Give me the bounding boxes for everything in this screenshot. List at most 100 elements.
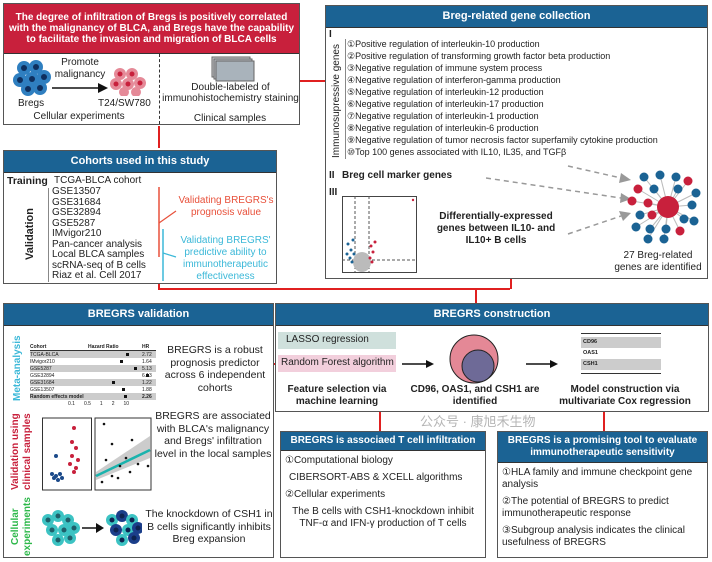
arrow-icon <box>402 360 434 368</box>
venn-diagram <box>449 334 499 384</box>
ihc-slides-image <box>211 56 255 82</box>
cohort-item: scRNA-seq of B cells <box>52 259 146 271</box>
arrow-icon <box>526 360 558 368</box>
flow-connector <box>510 279 512 289</box>
cohort-item: GSE13507 <box>52 186 101 197</box>
tick-label: 1 <box>99 401 103 407</box>
forest-hr: 1.64 <box>142 358 152 365</box>
immunotherapy-title: BREGRS is a promising tool to evaluate i… <box>498 432 707 463</box>
network-node <box>627 196 637 206</box>
col-cohort: Cohort <box>30 344 47 350</box>
tcell-item-1-detail: CIBERSORT-ABS & XCELL algorithms <box>289 472 463 483</box>
identified-label: CD96, OAS1, and CSH1 are identified <box>410 384 540 407</box>
forest-marker <box>88 351 142 358</box>
network-node <box>659 234 669 244</box>
gene-set-item: ⑩Top 100 genes associated with IL10, IL3… <box>347 147 567 157</box>
forest-cohort: GSE31684 <box>30 379 55 386</box>
forest-marker <box>88 358 142 365</box>
immunosuppressive-label: Immunosupressive genes <box>331 44 342 158</box>
flow-arrow <box>379 412 381 431</box>
training-label: Training <box>7 175 48 187</box>
cellular-experiments-caption: Cellular experiments <box>33 111 125 122</box>
tcell-title: BREGRS is associaed T cell infiltration <box>281 432 485 451</box>
forest-row: GSE31684 1.22 <box>30 379 156 386</box>
immuno-item-1: ①HLA family and immune checkpoint gene a… <box>502 467 693 490</box>
gene-set-item: ①Positive regulation of interleukin-10 p… <box>347 39 540 49</box>
cohort-item: GSE32894 <box>52 207 101 218</box>
network-node <box>649 184 659 194</box>
network-node <box>691 188 701 198</box>
flow-arrow <box>158 126 160 148</box>
watermark: 公众号 · 康旭禾生物 <box>420 414 536 429</box>
network-node <box>631 222 641 232</box>
validation-bracket <box>48 188 49 282</box>
clinical-samples-caption: Clinical samples <box>193 113 267 124</box>
gene-set-item: ⑨Negative regulation of tumor necrosis f… <box>347 135 658 145</box>
forest-hr: 1.22 <box>142 379 152 386</box>
cohort-brackets <box>158 187 177 281</box>
network-node <box>645 224 655 234</box>
gene-collection-panel: Breg-related gene collection I Immunosup… <box>325 5 708 279</box>
construction-panel: BREGRS construction LASSO regression Ran… <box>275 303 709 412</box>
clinical-plots <box>42 417 152 491</box>
network-node <box>661 224 671 234</box>
gene-set-item: ②Positive regulation of transforming gro… <box>347 51 611 61</box>
forest-hr: 1.88 <box>142 386 152 393</box>
tick-label: 2 <box>111 401 115 407</box>
gene-set-item: ⑥Negative regulation of interleukin-17 p… <box>347 99 544 109</box>
network-node <box>689 216 699 226</box>
forest-marker <box>88 372 149 379</box>
forest-marker <box>88 379 142 386</box>
immunotherapy-panel: BREGRS is a promising tool to evaluate i… <box>497 431 708 558</box>
gene-set-item: ③Negative regulation of immune system pr… <box>347 63 543 73</box>
validation-list: GSE13507 GSE31684 GSE32894 GSE5287 IMvig… <box>52 186 146 282</box>
meta-analysis-label: Meta-analysis <box>12 335 23 401</box>
forest-row: GSE328946.13 <box>30 372 156 379</box>
forest-marker <box>88 365 142 372</box>
col-hr-value: HR <box>142 344 150 350</box>
network-node <box>679 214 689 224</box>
validation-label: Validation <box>24 208 36 260</box>
forest-marker <box>88 386 142 393</box>
random-forest-label: Random Forest algorithm <box>278 355 396 372</box>
deg-label: Differentially-expressed genes between I… <box>436 211 556 246</box>
forest-hr: 5.13 <box>142 365 152 372</box>
section-1-bracket <box>345 39 346 159</box>
tick-label: 0.1 <box>68 401 75 407</box>
cohort-item: GSE5287 <box>52 217 96 229</box>
flow-arrow <box>300 80 325 82</box>
network-node <box>655 170 665 180</box>
forest-hr: 2.72 <box>142 351 152 358</box>
bregs-cells-icon <box>13 60 51 96</box>
cohorts-title: Cohorts used in this study <box>4 151 276 173</box>
tcell-item-2: ②Cellular experiments <box>285 489 386 500</box>
bregs-label: Bregs <box>18 98 45 109</box>
cohort-item: Pan-cancer analysis <box>52 238 143 250</box>
divider <box>159 54 160 124</box>
forest-cohort: GSE13507 <box>30 386 55 393</box>
network-node <box>639 172 649 182</box>
network-node <box>675 226 685 236</box>
arrow-icon <box>52 83 108 93</box>
dashed-arrows <box>486 165 631 235</box>
cox-row: CD96 <box>581 337 661 348</box>
tcell-item-2-detail: The B cells with CSH1-knockdown inhibit … <box>292 506 474 529</box>
cellular-experiments-label: Cellular experiments <box>10 497 33 557</box>
tick-label: 0.5 <box>83 401 91 407</box>
gene-set-item: ⑦Negative regulation of interleukin-1 pr… <box>347 111 539 121</box>
t24-label: T24/SW780 <box>98 98 151 109</box>
cox-row: OAS1 <box>583 350 598 356</box>
section-3-number: III <box>329 187 338 198</box>
flow-arrow <box>475 289 477 303</box>
network-node <box>635 210 645 220</box>
tumor-cells-icon <box>110 68 146 96</box>
cox-row: CSH1 <box>581 359 661 370</box>
network-node <box>673 184 683 194</box>
validation-title: BREGRS validation <box>4 304 273 326</box>
flow-connector <box>158 288 510 290</box>
cohort-item: Local BLCA samples <box>52 249 145 260</box>
